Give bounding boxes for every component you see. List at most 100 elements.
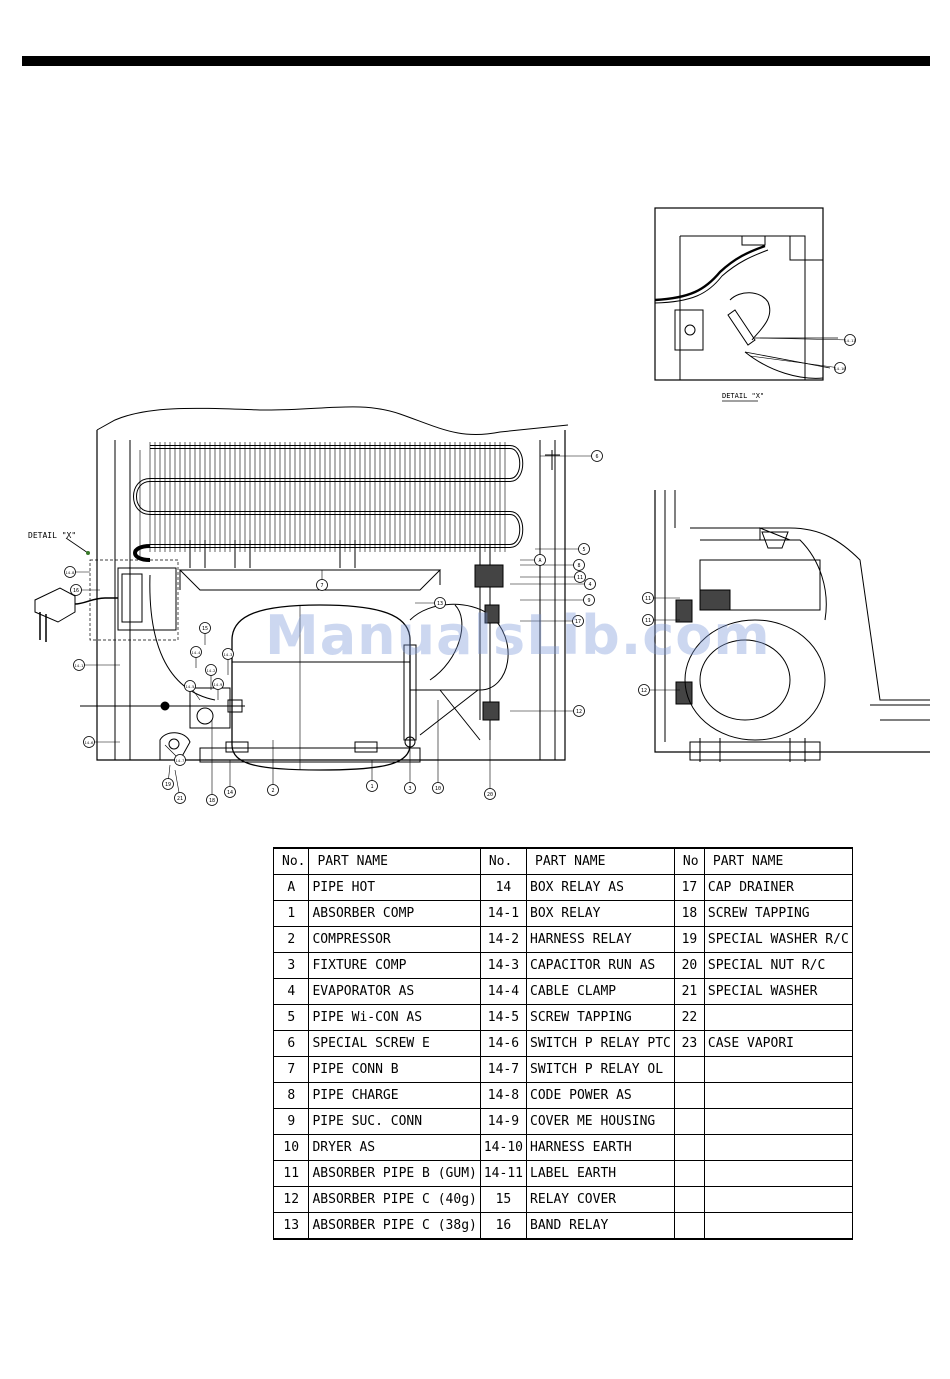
part-number xyxy=(673,1134,705,1161)
callout-label: 14-3 xyxy=(224,653,233,657)
callout-label: 14-2 xyxy=(207,669,216,673)
callout-label: 9 xyxy=(587,598,590,604)
callout-label: 7 xyxy=(320,583,323,589)
header-part-name: PART NAME xyxy=(703,847,853,875)
callout-label: 3 xyxy=(408,786,411,792)
callout-bubble xyxy=(199,622,211,634)
callout-bubble xyxy=(578,543,590,555)
main-rear-view xyxy=(34,406,569,771)
callout-bubble xyxy=(206,794,218,806)
manualslib-watermark: ManualsLib.com xyxy=(265,604,771,667)
part-number: 22 xyxy=(673,1004,705,1031)
part-number: 6 xyxy=(272,1030,310,1057)
detail-x-pointer-label: DETAIL "X" xyxy=(28,531,76,540)
part-name: PIPE CONN B xyxy=(308,1056,481,1083)
part-name: BOX RELAY xyxy=(526,900,675,927)
callout-label: 12 xyxy=(641,688,647,694)
part-number: 18 xyxy=(673,900,705,927)
callout-bubble xyxy=(638,684,650,696)
part-name: CAP DRAINER xyxy=(703,874,853,901)
part-name: SCREW TAPPING xyxy=(703,900,853,927)
callout-bubble xyxy=(573,705,585,717)
callout-label: 4 xyxy=(588,582,591,588)
part-number: 14 xyxy=(479,874,528,901)
part-name: CABLE CLAMP xyxy=(526,978,675,1005)
part-name: HARNESS RELAY xyxy=(526,926,675,953)
callout-bubble xyxy=(222,648,234,660)
detail-x-caption: DETAIL "X" xyxy=(722,392,764,400)
callout-bubble xyxy=(642,592,654,604)
callout-label: 14-8 xyxy=(66,571,75,575)
callout-bubble xyxy=(267,784,279,796)
part-name: SPECIAL NUT R/C xyxy=(703,952,853,979)
side-view xyxy=(654,490,930,762)
part-name xyxy=(703,1212,853,1240)
callout-label: 14-10 xyxy=(835,367,846,371)
callout-label: 14-1 xyxy=(75,664,84,668)
callout-bubble xyxy=(162,778,174,790)
part-name: SPECIAL WASHER xyxy=(703,978,853,1005)
callout-bubble xyxy=(432,782,444,794)
header-no: No. xyxy=(272,847,310,875)
part-number: 14-8 xyxy=(479,1082,528,1109)
callout-bubble xyxy=(574,571,586,583)
callout-label: 21 xyxy=(177,796,183,802)
part-number: 14-5 xyxy=(479,1004,528,1031)
part-number xyxy=(673,1056,705,1083)
part-name xyxy=(703,1004,853,1031)
part-number xyxy=(673,1082,705,1109)
callout-bubble xyxy=(583,594,595,606)
callout-bubble xyxy=(316,579,328,591)
part-number: A xyxy=(272,874,310,901)
part-name: CASE VAPORI xyxy=(703,1030,853,1057)
part-name xyxy=(703,1082,853,1109)
callout-label: 12 xyxy=(576,709,582,715)
part-name: SWITCH P RELAY PTC xyxy=(526,1030,675,1057)
callout-label: 10 xyxy=(435,786,441,792)
detail-x-inset xyxy=(654,207,838,381)
part-number: 5 xyxy=(272,1004,310,1031)
part-name: BOX RELAY AS xyxy=(526,874,675,901)
callout-label: 20 xyxy=(487,792,493,798)
callout-label: 14-9 xyxy=(214,683,223,687)
part-name: PIPE CHARGE xyxy=(308,1082,481,1109)
callout-label: 2 xyxy=(271,788,274,794)
part-name: FIXTURE COMP xyxy=(308,952,481,979)
part-number: 14-3 xyxy=(479,952,528,979)
part-name: HARNESS EARTH xyxy=(526,1134,675,1161)
callout-bubble xyxy=(174,754,186,766)
callout-bubble xyxy=(834,362,846,374)
callout-label: 11 xyxy=(645,596,651,602)
part-number: 23 xyxy=(673,1030,705,1057)
callout-bubble xyxy=(366,780,378,792)
callout-label: 6 xyxy=(595,454,598,460)
callout-label: 15 xyxy=(202,626,208,632)
header-part-name: PART NAME xyxy=(308,847,481,875)
part-name: RELAY COVER xyxy=(526,1186,675,1213)
part-number: 21 xyxy=(673,978,705,1005)
part-number: 2 xyxy=(272,926,310,953)
callout-bubble xyxy=(174,792,186,804)
part-name: ABSORBER COMP xyxy=(308,900,481,927)
part-name: COMPRESSOR xyxy=(308,926,481,953)
part-number: 14-9 xyxy=(479,1108,528,1135)
part-name: LABEL EARTH xyxy=(526,1160,675,1187)
callout-label: 14-6 xyxy=(85,741,94,745)
callout-bubble xyxy=(534,554,546,566)
callout-leader xyxy=(749,355,841,369)
part-name xyxy=(703,1186,853,1213)
part-name: CAPACITOR RUN AS xyxy=(526,952,675,979)
part-name: PIPE SUC. CONN xyxy=(308,1108,481,1135)
part-number: 10 xyxy=(272,1134,310,1161)
